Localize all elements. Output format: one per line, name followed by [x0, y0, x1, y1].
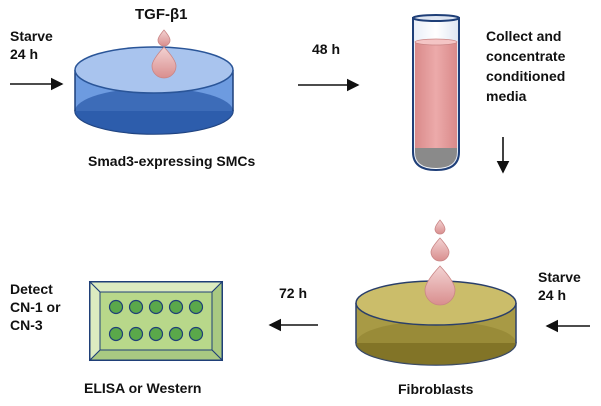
conditioned-media-tube: [412, 14, 460, 172]
tgf-beta1-label: TGF-β1: [135, 6, 188, 23]
72h-label: 72 h: [279, 285, 308, 301]
elisa-western-label: ELISA or Western: [84, 380, 202, 396]
fibroblasts-label: Fibroblasts: [398, 381, 474, 397]
media-drops: [424, 219, 456, 306]
elisa-plate: [88, 280, 224, 362]
smc-label: Smad3-expressing SMCs: [88, 153, 256, 169]
elisa-wells: [108, 299, 204, 342]
tgf-drops: [151, 29, 177, 79]
48h-label: 48 h: [312, 41, 341, 57]
